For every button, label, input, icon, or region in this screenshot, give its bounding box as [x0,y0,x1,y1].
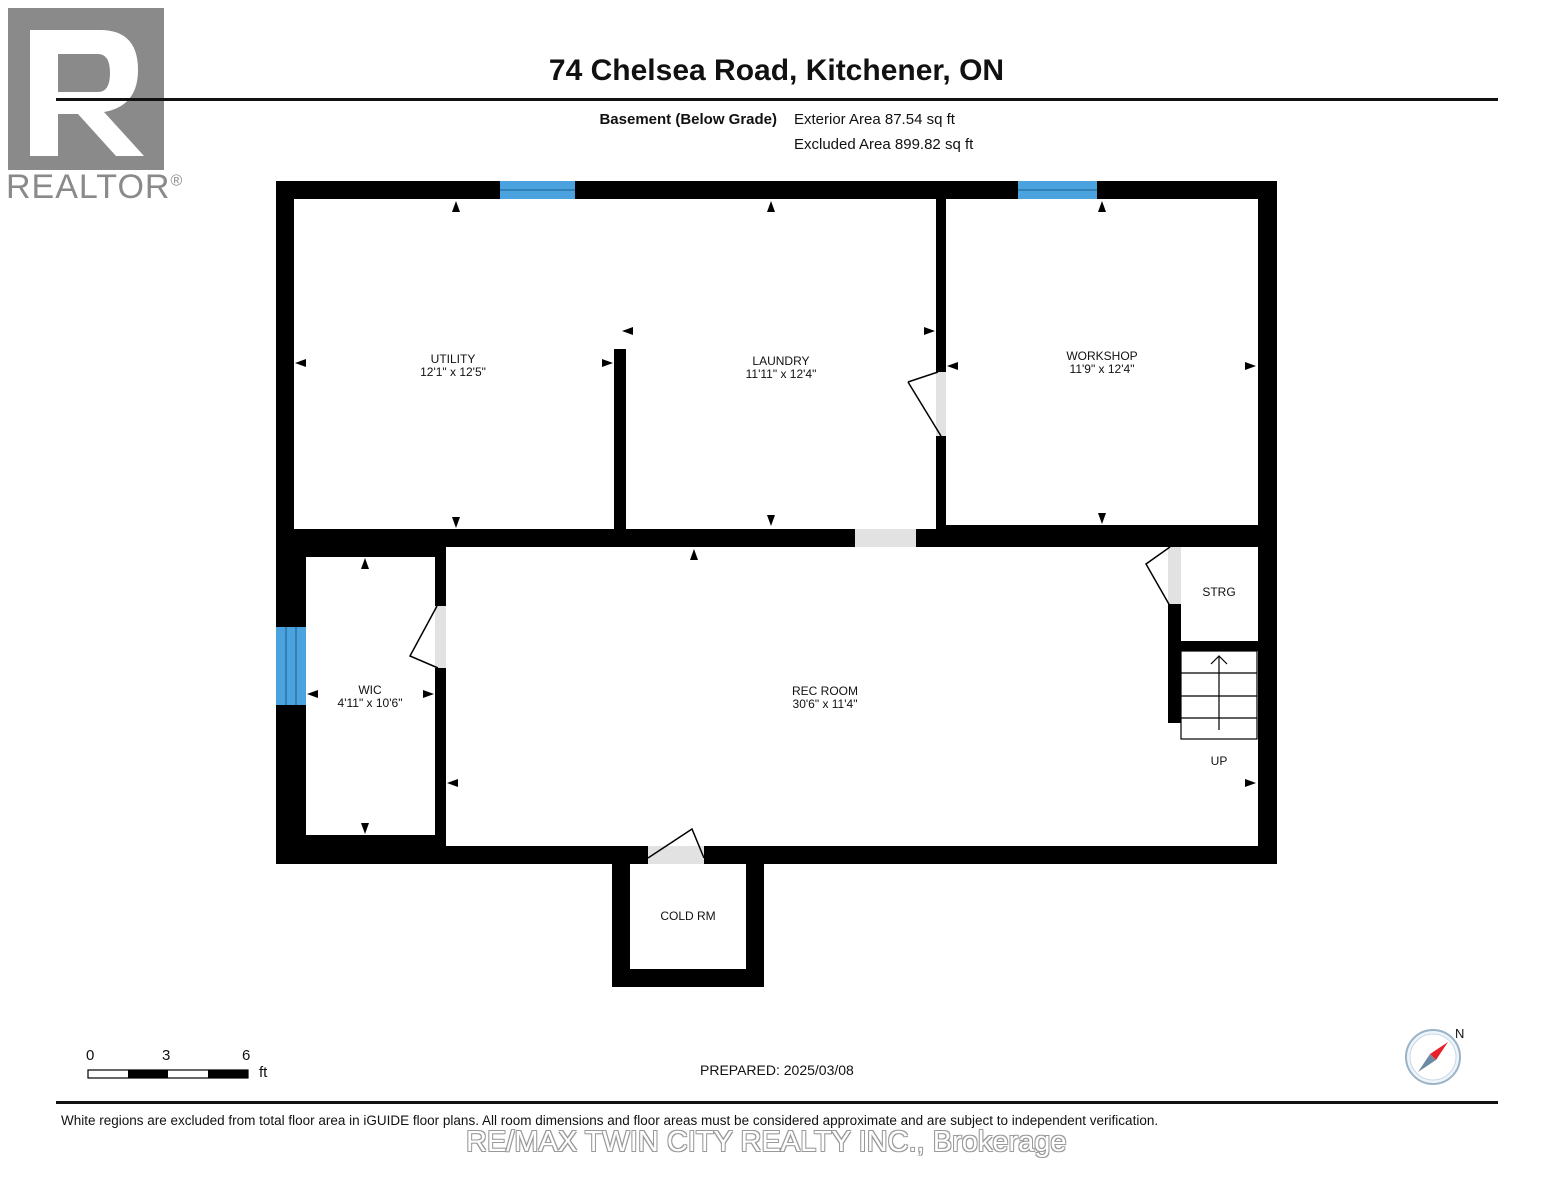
scale-tick-0: 0 [86,1047,95,1064]
room-utility: UTILITY 12'1" x 12'5" [403,353,503,379]
wall-wic-south [276,835,446,864]
scale-unit: ft [259,1064,268,1081]
wall-laundry-workshop [936,195,946,535]
wall-wic-west [276,547,306,864]
prepared-date: PREPARED: 2025/03/08 [700,1062,854,1078]
room-name: UTILITY [430,352,476,366]
room-dimensions: 4'11" x 10'6" [337,696,403,710]
room-laundry: LAUNDRY 11'11" x 12'4" [731,355,831,381]
door-workshop [936,372,946,436]
room-dimensions: 12'1" x 12'5" [420,365,486,379]
stairs [1180,650,1258,740]
footer-divider [56,1101,1498,1104]
stairs-label: UP [1210,754,1228,768]
wall-strg-bottom [1181,641,1258,651]
wall-partition [614,349,626,531]
brokerage-watermark: RE/MAX TWIN CITY REALTY INC., Brokerage [466,1126,1067,1158]
wall-north [276,181,1277,199]
room-rec-room: REC ROOM 30'6" x 11'4" [775,685,875,711]
room-name: WIC [358,683,382,697]
room-dimensions: 30'6" x 11'4" [792,697,858,711]
wall-wic-east [435,547,446,864]
compass-north-label: N [1455,1026,1465,1041]
room-wic: WIC 4'11" x 10'6" [320,684,420,710]
room-storage: STRG [1202,585,1236,599]
header-divider [56,98,1498,101]
wall-south [276,846,1277,864]
scale-tick-3: 3 [162,1047,171,1064]
exterior-area: Exterior Area 87.54 sq ft [794,111,955,128]
realtor-wordmark: REALTOR® [6,168,184,206]
compass-icon [1405,1029,1461,1085]
room-cold-room: COLD RM [660,909,716,923]
room-workshop: WORKSHOP 11'9" x 12'4" [1052,350,1152,376]
dimension-marks [295,201,1256,834]
realtor-logo [8,8,164,170]
room-name: WORKSHOP [1066,349,1138,363]
level-name: Basement (Below Grade) [599,111,777,128]
room-name: LAUNDRY [752,354,810,368]
door-strg [1168,547,1181,604]
wall-east [1258,181,1277,864]
scale-bar [87,1069,249,1079]
room-dimensions: 11'9" x 12'4" [1069,362,1135,376]
opening-laundry [855,529,916,547]
door-wic [435,606,446,668]
room-dimensions: 11'11" x 12'4" [745,367,817,381]
room-name: REC ROOM [792,684,858,698]
disclaimer-text: White regions are excluded from total fl… [61,1113,1159,1128]
page-title: 74 Chelsea Road, Kitchener, ON [548,54,1005,87]
wall-workshop-bottom [940,525,1258,547]
window-wic [276,627,306,705]
door-cold-room [648,846,704,864]
excluded-area: Excluded Area 899.82 sq ft [794,136,974,153]
scale-tick-6: 6 [242,1047,251,1064]
